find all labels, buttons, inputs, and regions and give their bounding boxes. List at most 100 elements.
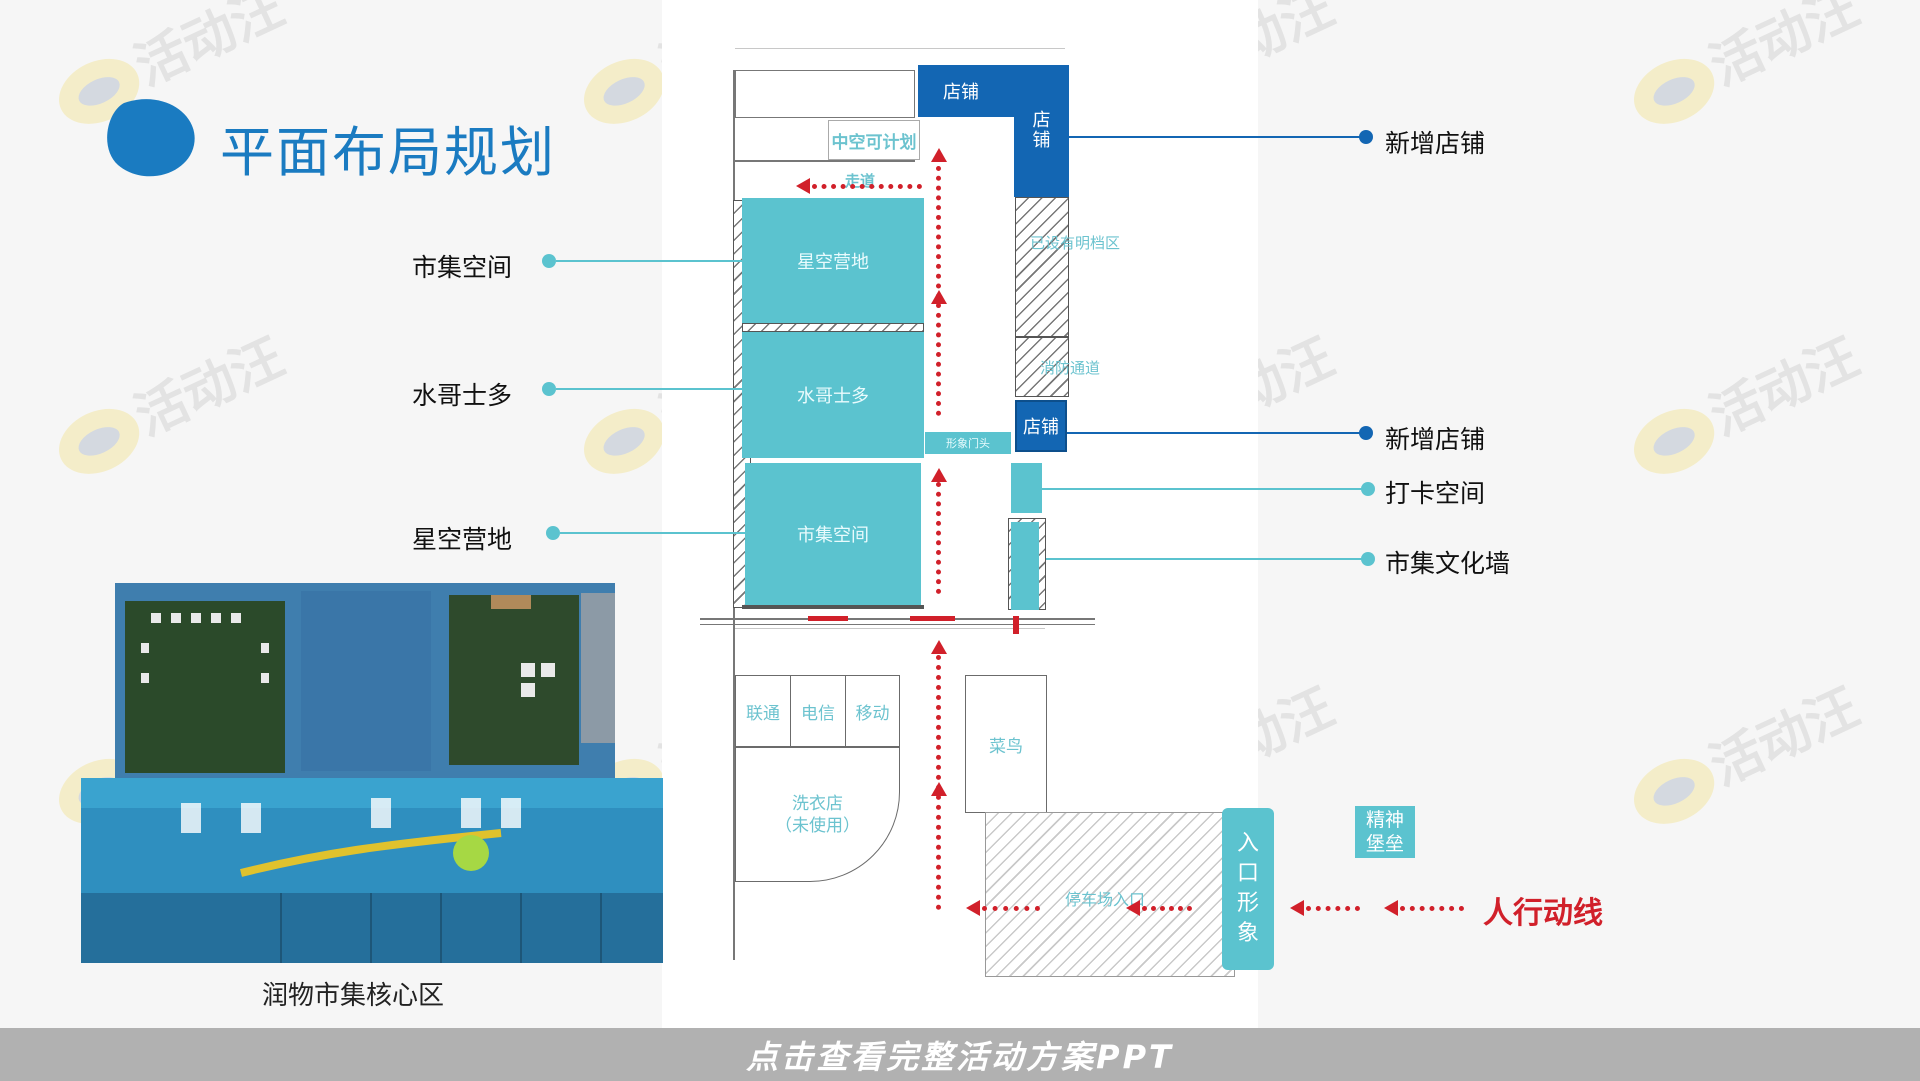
spirit-fort: 精神 堡垒 [1355, 806, 1415, 858]
plan-dimension-line-bottom [735, 628, 1045, 629]
culture-wall-block [1011, 522, 1039, 610]
road-red-mark-1 [808, 616, 848, 621]
flow-arrow-h-legend-1 [1306, 906, 1360, 911]
flow-arrow-h-parking-2 [1142, 906, 1192, 911]
callout-line-checkin [1042, 488, 1364, 490]
shop-cainiao-label: 菜鸟 [989, 736, 1023, 757]
image-door-label: 形象门头 [946, 437, 990, 450]
room-water-store: 水哥士多 [742, 332, 924, 458]
shop-mobile: 移动 [845, 675, 900, 747]
plan-top-box [735, 70, 915, 118]
flow-arrow-head-parking-2 [1126, 900, 1140, 916]
shop-mid: 店铺 [1015, 400, 1067, 452]
image-door: 形象门头 [925, 432, 1011, 454]
shop-side: 店 铺 [1014, 65, 1069, 197]
callout-checkin: 打卡空间 [1385, 479, 1486, 508]
plan-corridor-wall [735, 160, 915, 162]
entrance-image: 入 口 形 象 [1222, 808, 1274, 970]
watermark-5: 活动汪 [59, 327, 293, 474]
flow-arrow-head-parking-1 [966, 900, 980, 916]
callout-dot-new-shop-1 [1359, 130, 1373, 144]
shop-side-label: 店 铺 [1032, 110, 1051, 151]
callout-water-store: 水哥士多 [412, 381, 513, 410]
flow-arrow-h-parking-1 [982, 906, 1040, 911]
callout-dot-star-camp [546, 526, 560, 540]
shop-telecom-label: 电信 [801, 703, 835, 724]
room-market-space: 市集空间 [745, 463, 921, 605]
room-market-space-label: 市集空间 [797, 525, 869, 546]
callout-line-market-space [556, 260, 742, 262]
callout-new-shop-1: 新增店铺 [1385, 129, 1486, 158]
room-star-camp-label: 星空营地 [797, 251, 869, 273]
view-full-ppt-label: 点击查看完整活动方案PPT [746, 1037, 1174, 1076]
flow-arrow-h-legend-2 [1400, 906, 1464, 911]
laundry-shop-label: 洗衣店 （未使用） [775, 793, 860, 836]
shop-cainiao: 菜鸟 [965, 675, 1047, 813]
page-title: 平面布局规划 [220, 121, 556, 184]
callout-dot-culture-wall [1361, 552, 1375, 566]
callout-line-culture-wall [1046, 558, 1364, 560]
plan-wall-bottom-road-2 [700, 624, 1095, 625]
hatch-zone-mid [1015, 337, 1069, 397]
shop-telecom: 电信 [790, 675, 846, 747]
callout-new-shop-2: 新增店铺 [1385, 425, 1486, 454]
flow-arrow-head-legend-1 [1290, 900, 1304, 916]
flow-arrow-head-5 [931, 782, 947, 796]
hatch-zone-mid-label: 消防通道 [1039, 358, 1100, 377]
shop-mid-label: 店铺 [1023, 417, 1059, 438]
title-blob-icon [107, 99, 195, 177]
shop-unicom-label: 联通 [746, 703, 780, 724]
hatch-divider-1 [742, 323, 924, 332]
flow-arrow-head-legend-2 [1384, 900, 1398, 916]
flow-arrow-head-top [796, 178, 810, 194]
callout-line-star-camp [560, 532, 745, 534]
core-area-render-image [81, 583, 663, 963]
parking-entry-label: 停车场入口 [1064, 890, 1145, 909]
flow-arrow-h-top [812, 184, 922, 189]
callout-dot-checkin [1361, 482, 1375, 496]
watermark-text: 活动汪 [1701, 677, 1868, 797]
watermark-text: 活动汪 [1701, 0, 1868, 98]
shop-unicom: 联通 [735, 675, 791, 747]
flow-arrow-v-2 [936, 482, 941, 594]
watermark-text: 活动汪 [126, 327, 293, 447]
shop-mobile-label: 移动 [855, 703, 890, 724]
hatch-zone-top-label: 已设有明档区 [1029, 233, 1120, 252]
shop-top: 店铺 [918, 65, 1004, 117]
atrium-area: 中空可计划 [828, 120, 920, 160]
callout-dot-market-space [542, 254, 556, 268]
flow-arrow-head-2 [931, 290, 947, 304]
flow-arrow-head-3 [931, 468, 947, 482]
callout-dot-new-shop-2 [1359, 426, 1373, 440]
road-red-mark-2 [910, 616, 955, 621]
room-market-space-border [742, 605, 924, 609]
shop-top-label: 店铺 [943, 82, 979, 103]
flow-arrow-head-1 [931, 148, 947, 162]
callout-line-water-store [556, 388, 742, 390]
hatch-zone-top [1015, 197, 1069, 337]
room-star-camp: 星空营地 [742, 198, 924, 323]
callout-culture-wall: 市集文化墙 [1385, 549, 1511, 578]
view-full-ppt-banner[interactable]: 点击查看完整活动方案PPT [0, 1028, 1920, 1081]
callout-line-new-shop-2 [1067, 432, 1362, 434]
spirit-fort-label: 精神 堡垒 [1365, 809, 1404, 855]
parking-area [985, 812, 1235, 977]
watermark-text: 活动汪 [126, 0, 293, 98]
flow-arrow-head-4 [931, 640, 947, 654]
callout-line-new-shop-1 [1069, 136, 1362, 138]
watermark-8: 活动汪 [1634, 327, 1868, 474]
flow-legend-label: 人行动线 [1483, 896, 1603, 931]
checkin-space-block [1011, 463, 1042, 513]
photo-caption: 润物市集核心区 [262, 981, 445, 1011]
callout-market-space: 市集空间 [412, 253, 513, 282]
atrium-label: 中空可计划 [831, 132, 917, 153]
callout-star-camp: 星空营地 [412, 525, 513, 554]
watermark-12: 活动汪 [1634, 677, 1868, 824]
road-red-mark-3 [1013, 616, 1019, 634]
watermark-4: 活动汪 [1634, 0, 1868, 124]
room-water-store-label: 水哥士多 [797, 386, 869, 407]
shop-top-join [1000, 65, 1020, 117]
plan-dimension-line [735, 48, 1065, 49]
watermark-text: 活动汪 [1701, 327, 1868, 447]
entrance-image-label: 入 口 形 象 [1236, 831, 1259, 946]
